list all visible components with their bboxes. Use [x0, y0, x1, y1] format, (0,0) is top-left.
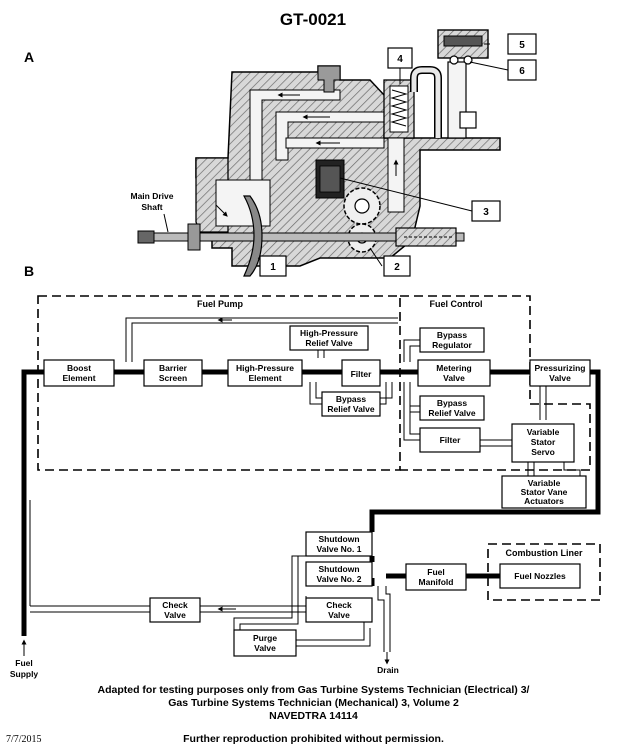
svg-text:Stator Vane: Stator Vane [521, 487, 568, 497]
shutdown-valve-1-box: Shutdown Valve No. 1 [305, 531, 373, 557]
metering-valve-box: Metering Valve [417, 359, 491, 387]
svg-text:Element: Element [62, 373, 95, 383]
svg-text:Bypass: Bypass [437, 398, 468, 408]
svg-text:Filter: Filter [440, 435, 461, 445]
fuel-supply-label-line1: Fuel [15, 658, 32, 668]
diagram-title: GT-0021 [280, 10, 346, 29]
svg-text:Servo: Servo [531, 447, 555, 457]
combustion-liner-group-border [487, 543, 601, 601]
svg-text:Valve: Valve [549, 373, 571, 383]
svg-text:Shutdown: Shutdown [318, 534, 359, 544]
check-valve-right-box: Check Valve [305, 597, 373, 623]
main-fuel-line [21, 369, 44, 636]
drain-label: Drain [377, 665, 399, 675]
svg-text:Shutdown: Shutdown [318, 564, 359, 574]
svg-text:High-Pressure: High-Pressure [236, 363, 294, 373]
high-pressure-relief-valve-box: High-Pressure Relief Valve [289, 325, 369, 351]
svg-text:Actuators: Actuators [524, 496, 564, 506]
callout-2: 2 [383, 255, 411, 277]
pump-cutaway-illustration [137, 29, 509, 277]
svg-text:6: 6 [519, 66, 525, 77]
svg-text:Relief Valve: Relief Valve [305, 338, 353, 348]
barrier-screen-box: Barrier Screen [143, 359, 203, 387]
svg-text:High-Pressure: High-Pressure [300, 328, 358, 338]
fuel-pump-group-label: Fuel Pump [197, 299, 244, 309]
fuel-nozzles-box: Fuel Nozzles [499, 563, 581, 589]
svg-text:Valve: Valve [254, 643, 276, 653]
check-valve-left-box: Check Valve [149, 597, 201, 623]
main-drive-shaft-label-line2: Shaft [141, 202, 162, 212]
svg-text:Screen: Screen [159, 373, 187, 383]
purge-valve-box: Purge Valve [233, 629, 297, 657]
svg-text:Manifold: Manifold [419, 577, 454, 587]
boost-element-box: Boost Element [43, 359, 115, 387]
svg-text:Variable: Variable [527, 427, 560, 437]
fuel-control-filter-box: Filter [419, 427, 481, 453]
svg-text:Valve: Valve [328, 610, 350, 620]
svg-text:Variable: Variable [528, 478, 561, 488]
svg-text:Filter: Filter [351, 369, 372, 379]
svg-text:Stator: Stator [531, 437, 556, 447]
callout-4: 4 [387, 47, 413, 69]
svg-text:Purge: Purge [253, 633, 277, 643]
fuel-pump-bypass-relief-valve-box: Bypass Relief Valve [321, 391, 381, 417]
combustion-liner-group-label: Combustion Liner [506, 548, 583, 558]
footer-line-2: Gas Turbine Systems Technician (Mechanic… [168, 697, 459, 709]
svg-text:Bypass: Bypass [336, 394, 367, 404]
svg-text:Bypass: Bypass [437, 330, 468, 340]
svg-text:Valve No. 1: Valve No. 1 [317, 544, 362, 554]
svg-text:2: 2 [394, 262, 400, 273]
svg-text:Fuel: Fuel [427, 567, 444, 577]
svg-text:Metering: Metering [436, 363, 471, 373]
svg-text:Relief Valve: Relief Valve [428, 408, 476, 418]
svg-text:Fuel Nozzles: Fuel Nozzles [514, 571, 566, 581]
footer-date: 7/7/2015 [6, 734, 42, 745]
svg-text:Valve No. 2: Valve No. 2 [317, 574, 362, 584]
svg-text:Element: Element [248, 373, 281, 383]
high-pressure-element-box: High-Pressure Element [227, 359, 303, 387]
svg-text:Check: Check [326, 600, 352, 610]
fuel-control-group-label: Fuel Control [430, 299, 483, 309]
pressurizing-valve-box: Pressurizing Valve [529, 359, 591, 387]
fuel-manifold-box: Fuel Manifold [405, 563, 467, 591]
callout-3: 3 [471, 200, 501, 222]
section-a-label: A [24, 49, 34, 65]
shutdown-valve-2-box: Shutdown Valve No. 2 [305, 561, 373, 587]
svg-text:Barrier: Barrier [159, 363, 188, 373]
fuel-pump-filter-box: Filter [341, 359, 381, 387]
section-b-label: B [24, 263, 34, 279]
svg-text:3: 3 [483, 207, 489, 218]
svg-text:Valve: Valve [443, 373, 465, 383]
svg-text:Pressurizing: Pressurizing [534, 363, 585, 373]
svg-text:Valve: Valve [164, 610, 186, 620]
fuel-supply-label-line2: Supply [10, 669, 39, 679]
svg-text:Check: Check [162, 600, 188, 610]
svg-text:5: 5 [519, 40, 525, 51]
bypass-regulator-box: Bypass Regulator [419, 327, 485, 353]
footer-line-3: NAVEDTRA 14114 [269, 710, 358, 722]
svg-text:Boost: Boost [67, 363, 91, 373]
svg-text:4: 4 [397, 54, 403, 65]
callout-5: 5 [507, 33, 537, 55]
fuel-control-bypass-relief-valve-box: Bypass Relief Valve [419, 395, 485, 421]
variable-stator-servo-box: Variable Stator Servo [511, 423, 575, 463]
svg-text:Regulator: Regulator [432, 340, 472, 350]
variable-stator-vane-actuators-box: Variable Stator Vane Actuators [501, 475, 587, 509]
callout-1: 1 [259, 255, 287, 277]
footer-line-1: Adapted for testing purposes only from G… [97, 684, 530, 696]
footer-line-4: Further reproduction prohibited without … [183, 733, 444, 745]
svg-text:Relief Valve: Relief Valve [327, 404, 375, 414]
svg-text:1: 1 [270, 262, 276, 273]
fuel-control-group-border [400, 295, 591, 471]
callout-6: 6 [507, 59, 537, 81]
main-drive-shaft-label-line1: Main Drive [131, 191, 174, 201]
